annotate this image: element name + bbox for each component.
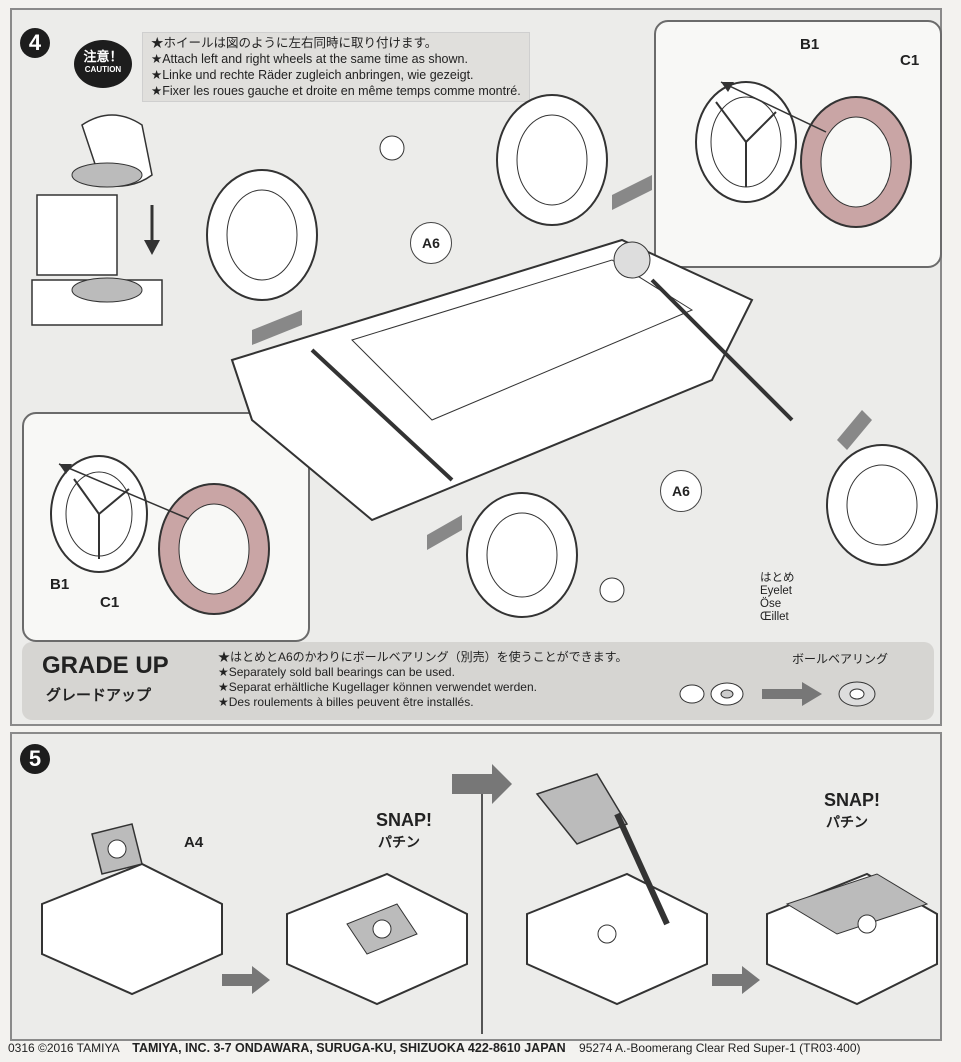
snap1-label: SNAP! — [376, 810, 433, 830]
snap2-label: SNAP! — [824, 790, 881, 810]
caution-jp: 注意！ — [83, 49, 123, 64]
snap1-jp-label: パチン — [378, 834, 420, 850]
step4-panel: 4 注意！ CAUTION ★ホイールは図のように左右同時に取り付けます。 ★A… — [10, 8, 942, 726]
eyelet-jp: はとめ — [760, 572, 795, 584]
chassis-assembly-diagram — [206, 94, 938, 618]
step5-part-a4-diagram — [41, 823, 223, 996]
callout-bottom-left — [22, 412, 310, 642]
instruction-line: ★Fixer les roues gauche et droite en mêm… — [151, 84, 521, 98]
label-a6-top: A6 — [410, 222, 452, 264]
wheel-tire-diagram-bottom — [50, 455, 270, 615]
instruction-line: ★Linke und rechte Räder zugleich anbring… — [151, 68, 474, 82]
step5-panel: 5 A4 SNAP! パチン SNAP! パチン — [10, 732, 942, 1041]
callout-top-right — [654, 20, 942, 268]
grade-up-box: GRADE UP グレードアップ ★はとめとA6のかわりにボールベアリング（別売… — [22, 642, 934, 720]
label-c1-top: C1 — [900, 52, 920, 69]
step5-number: 5 — [20, 744, 50, 774]
wheel-tire-diagram-top — [695, 81, 912, 228]
eyelet-labels: はとめ Eyelet Öse Œillet — [760, 572, 795, 624]
grade-up-text: ★はとめとA6のかわりにボールベアリング（別売）を使うことができます。 ★Sep… — [218, 650, 627, 710]
label-b1-left: B1 — [50, 576, 70, 593]
instruction-line: ★ホイールは図のように左右同時に取り付けます。 — [151, 36, 438, 50]
instruction-line: ★Attach left and right wheels at the sam… — [151, 52, 468, 66]
snap2-jp-label: パチン — [826, 814, 868, 830]
caution-en: CAUTION — [84, 65, 122, 74]
step4-number: 4 — [20, 28, 50, 58]
grade-up-line: ★Separat erhältliche Kugellager können v… — [218, 680, 537, 694]
step5-snap2-diagram — [766, 872, 938, 1006]
hand-illustration — [31, 114, 163, 326]
label-c1-left: C1 — [100, 594, 120, 611]
label-a6-bottom: A6 — [660, 470, 702, 512]
grade-up-line: ★Separately sold ball bearings can be us… — [218, 665, 455, 679]
footer-address: TAMIYA, INC. 3-7 ONDAWARA, SURUGA-KU, SH… — [132, 1041, 566, 1055]
footer-model: 95274 A.-Boomerang Clear Red Super-1 (TR… — [579, 1041, 861, 1055]
grade-up-line: ★Des roulements à billes peuvent être in… — [218, 695, 474, 709]
label-b1-top: B1 — [800, 36, 820, 53]
bearing-swap-diagram — [679, 681, 876, 707]
step4-instructions: ★ホイールは図のように左右同時に取り付けます。 ★Attach left and… — [142, 32, 530, 102]
eyelet-en: Eyelet — [760, 585, 792, 597]
eyelet-fr: Œillet — [760, 611, 789, 623]
grade-up-subtitle: グレードアップ — [46, 687, 152, 704]
ball-bearing-label: ボールベアリング — [792, 652, 889, 666]
step5-dividers — [222, 764, 760, 1034]
grade-up-line: ★はとめとA6のかわりにボールベアリング（別売）を使うことができます。 — [218, 650, 628, 664]
footer-copyright: 0316 ©2016 TAMIYA — [8, 1041, 119, 1055]
step5-arm-diagram — [526, 773, 708, 1006]
footer: 0316 ©2016 TAMIYA TAMIYA, INC. 3-7 ONDAW… — [8, 1041, 861, 1055]
caution-badge: 注意！ CAUTION — [74, 40, 132, 88]
eyelet-de: Öse — [760, 598, 782, 610]
label-a4: A4 — [184, 834, 204, 851]
grade-up-title: GRADE UP — [42, 652, 169, 679]
step5-snap1-diagram — [286, 872, 468, 1006]
